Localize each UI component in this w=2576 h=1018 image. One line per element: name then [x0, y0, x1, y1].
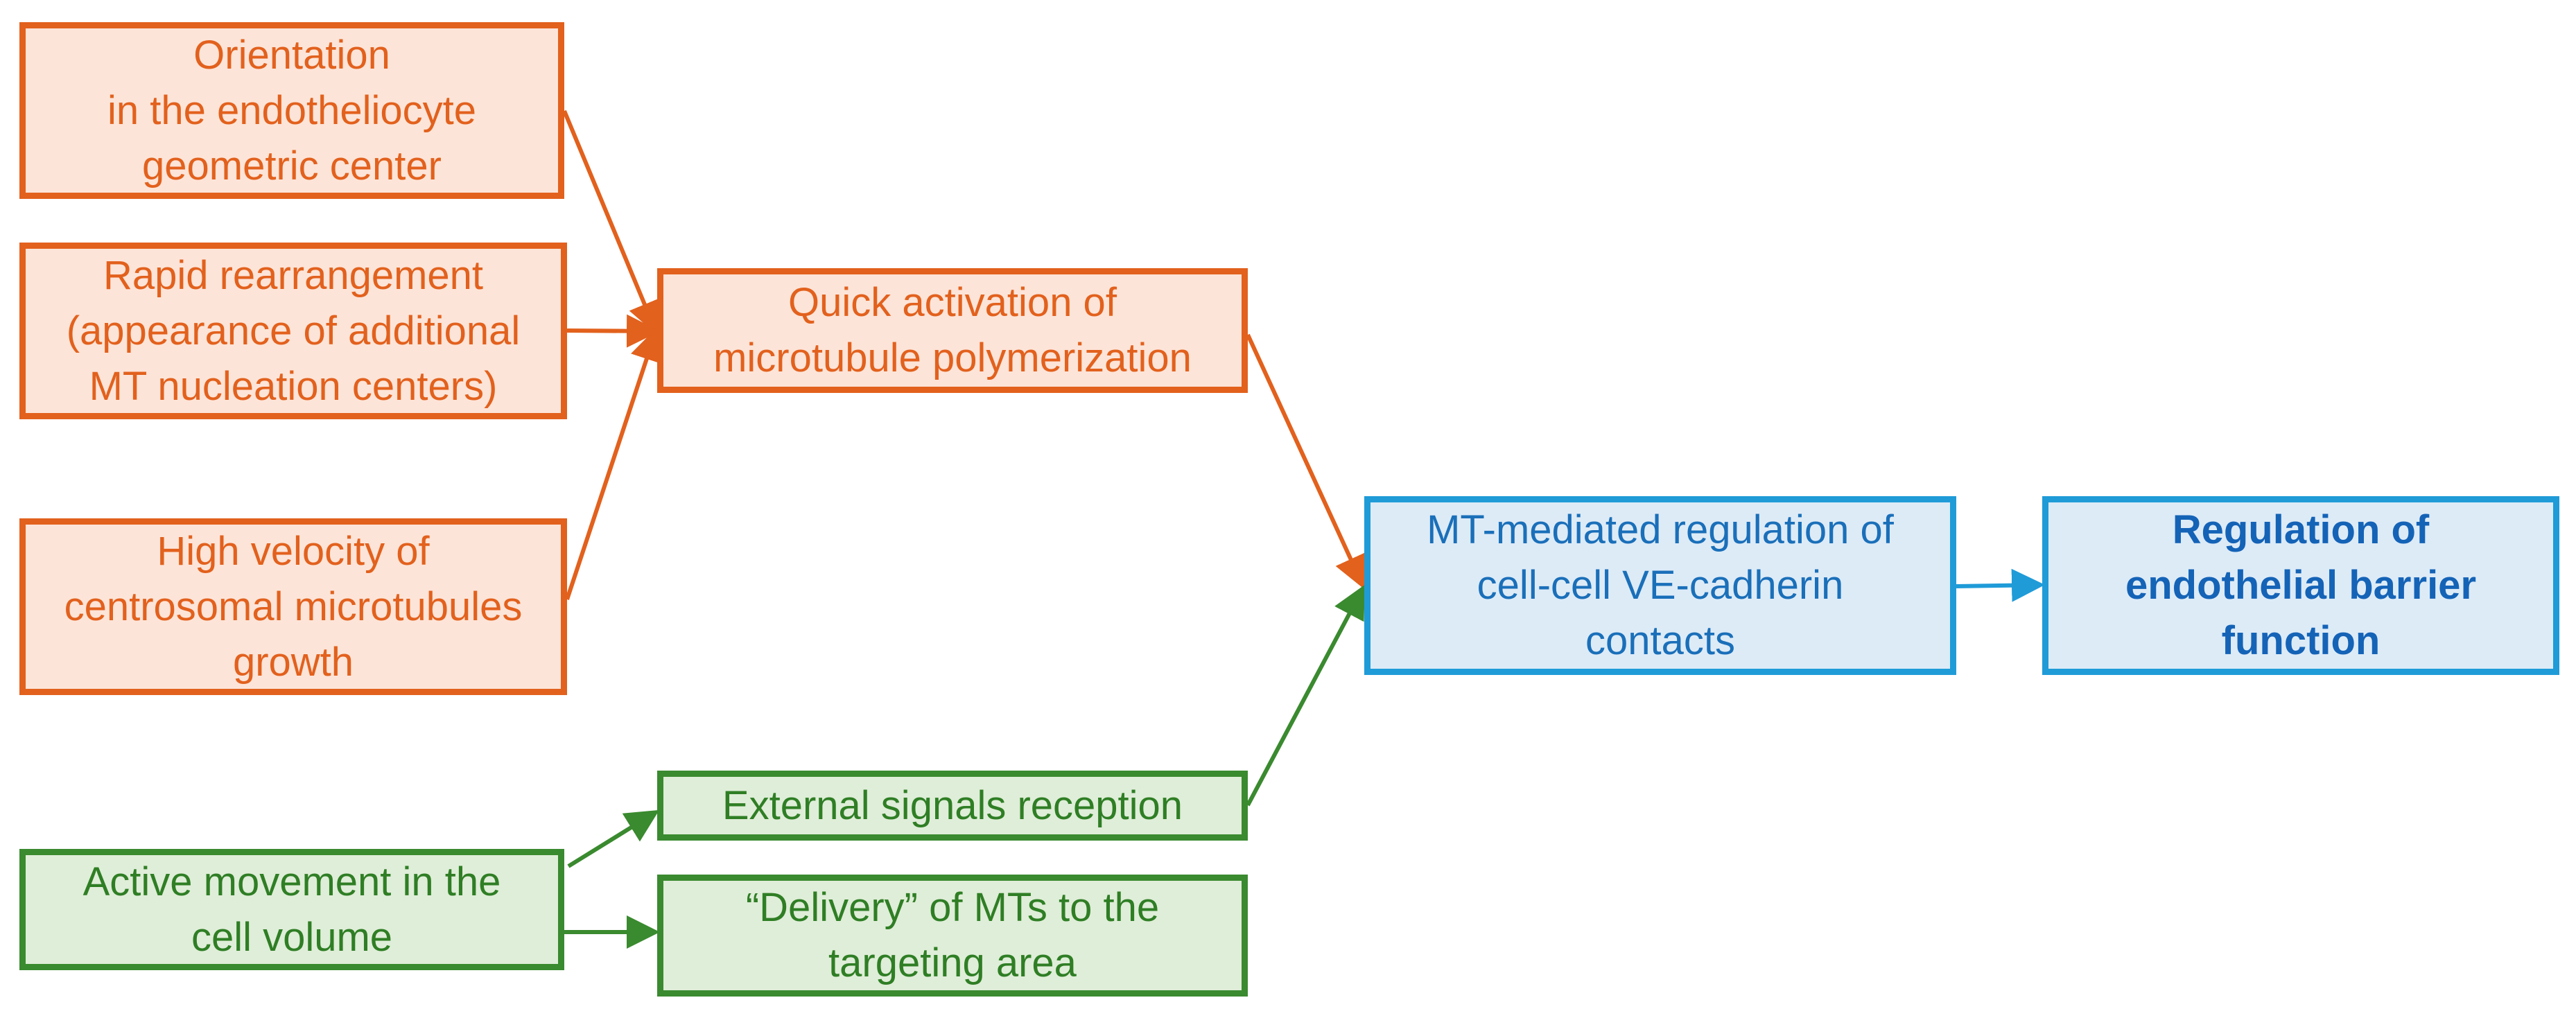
node-orientation-line-1: Orientation	[193, 32, 390, 78]
node-mt-mediated-line-2: cell-cell VE-cadherin	[1477, 563, 1844, 608]
node-barrier-function: Regulation of endothelial barrier functi…	[2042, 496, 2559, 675]
node-external-signals: External signals reception	[657, 771, 1248, 841]
node-rapid-rearrangement-line-1: Rapid rearrangement	[103, 252, 484, 298]
node-high-velocity-line-3: growth	[232, 639, 354, 685]
node-quick-activation-line-2: microtubule polymerization	[713, 335, 1192, 380]
node-barrier-line-2: endothelial barrier	[2125, 563, 2477, 608]
node-rapid-rearrangement-line-3: MT nucleation centers)	[89, 363, 498, 409]
node-delivery: “Delivery” of MTs to the targeting area	[657, 875, 1248, 997]
node-quick-activation-line-1: Quick activation of	[788, 280, 1117, 325]
arrow-mt-mediated-to-barrier	[1956, 568, 2045, 602]
node-high-velocity: High velocity of centrosomal microtubule…	[19, 518, 567, 695]
node-delivery-line-2: targeting area	[828, 940, 1077, 985]
arrow-movement-to-signals	[567, 809, 660, 868]
node-mt-mediated-line-1: MT-mediated regulation of	[1427, 507, 1894, 552]
node-orientation-line-2: in the endotheliocyte	[107, 87, 477, 133]
node-high-velocity-line-1: High velocity of	[157, 528, 430, 574]
node-orientation-line-3: geometric center	[142, 143, 442, 188]
node-barrier-line-3: function	[2221, 618, 2381, 663]
arrow-velocity-to-activation	[565, 327, 663, 600]
node-quick-activation: Quick activation of microtubule polymeri…	[657, 268, 1248, 393]
node-external-signals-line-1: External signals reception	[722, 782, 1183, 828]
node-active-movement-line-2: cell volume	[191, 914, 393, 960]
node-rapid-rearrangement: Rapid rearrangement (appearance of addit…	[19, 243, 567, 419]
arrow-activation-to-mt-mediated	[1246, 333, 1366, 590]
node-high-velocity-line-2: centrosomal microtubules	[64, 583, 523, 629]
node-orientation: Orientation in the endotheliocyte geomet…	[19, 22, 564, 199]
node-rapid-rearrangement-line-2: (appearance of additional	[66, 308, 521, 353]
arrow-signals-to-mt-mediated	[1246, 584, 1365, 807]
node-mt-mediated-line-3: contacts	[1585, 618, 1735, 663]
arrow-orientation-to-activation	[562, 109, 661, 335]
node-active-movement: Active movement in the cell volume	[19, 849, 564, 970]
node-mt-mediated-regulation: MT-mediated regulation of cell-cell VE-c…	[1364, 496, 1956, 675]
node-active-movement-line-1: Active movement in the	[82, 859, 501, 904]
node-barrier-line-1: Regulation of	[2172, 507, 2430, 552]
node-delivery-line-1: “Delivery” of MTs to the	[745, 885, 1160, 930]
